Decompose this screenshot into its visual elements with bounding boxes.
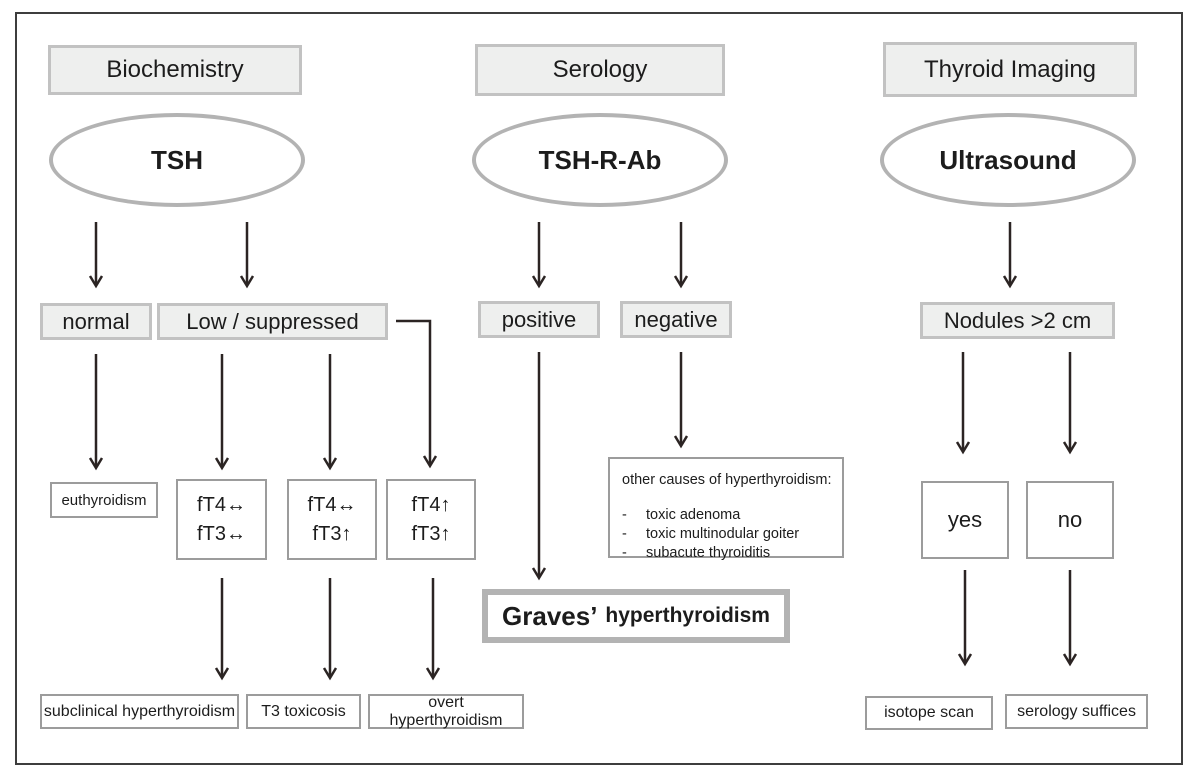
other-causes-item: - toxic multinodular goiter <box>622 525 832 544</box>
box-t3-toxicosis: T3 toxicosis <box>246 694 361 729</box>
other-causes-item: - subacute thyroiditis <box>622 544 832 563</box>
bullet-dash: - <box>622 507 627 524</box>
box-no: no <box>1026 481 1114 559</box>
box-overt-hyperthyroidism: overt hyperthyroidism <box>368 694 524 729</box>
box-tsh-normal: normal <box>40 303 152 340</box>
header-thyroid-imaging: Thyroid Imaging <box>883 42 1137 97</box>
header-biochemistry: Biochemistry <box>48 45 302 95</box>
box-tsh-low-suppressed: Low / suppressed <box>157 303 388 340</box>
ft4-value: fT4↔ <box>197 493 246 516</box>
node-tsh-r-ab: TSH-R-Ab <box>472 113 728 207</box>
box-yes: yes <box>921 481 1009 559</box>
node-ultrasound: Ultrasound <box>880 113 1136 207</box>
bullet-dash: - <box>622 526 627 543</box>
other-causes-item-label: subacute thyroiditis <box>646 545 771 562</box>
box-serology-positive: positive <box>478 301 600 338</box>
box-isotope-scan: isotope scan <box>865 696 993 730</box>
box-other-causes: other causes of hyperthyroidism: - toxic… <box>608 457 844 561</box>
box-serology-suffices: serology suffices <box>1005 694 1148 729</box>
graves-lead: Graves’ <box>502 600 598 631</box>
box-ft4-high-ft3-high: fT4↑ fT3↑ <box>386 479 476 560</box>
node-tsh: TSH <box>49 113 305 207</box>
header-serology: Serology <box>475 44 725 96</box>
other-causes-item: - toxic adenoma <box>622 506 832 525</box>
graves-rest: hyperthyroidism <box>605 604 770 627</box>
ft4-value: fT4↔ <box>307 493 357 516</box>
box-ft4-ft3-normal: fT4↔ fT3↔ <box>176 479 267 560</box>
other-causes-title: other causes of hyperthyroidism: <box>622 472 832 488</box>
box-euthyroidism: euthyroidism <box>50 482 158 518</box>
box-ft4-normal-ft3-high: fT4↔ fT3↑ <box>287 479 377 560</box>
box-serology-negative: negative <box>620 301 732 338</box>
box-nodules: Nodules >2 cm <box>920 302 1115 339</box>
ft4-value: fT4↑ <box>411 493 451 516</box>
box-subclinical-hyperthyroidism: subclinical hyperthyroidism <box>40 694 239 729</box>
ft3-value: fT3↑ <box>411 522 451 545</box>
other-causes-item-label: toxic multinodular goiter <box>646 526 800 543</box>
ft3-value: fT3↔ <box>197 522 246 545</box>
ft3-value: fT3↑ <box>312 522 352 545</box>
box-graves-hyperthyroidism: Graves’ hyperthyroidism <box>482 589 790 643</box>
other-causes-item-label: toxic adenoma <box>646 507 741 524</box>
bullet-dash: - <box>622 545 627 562</box>
